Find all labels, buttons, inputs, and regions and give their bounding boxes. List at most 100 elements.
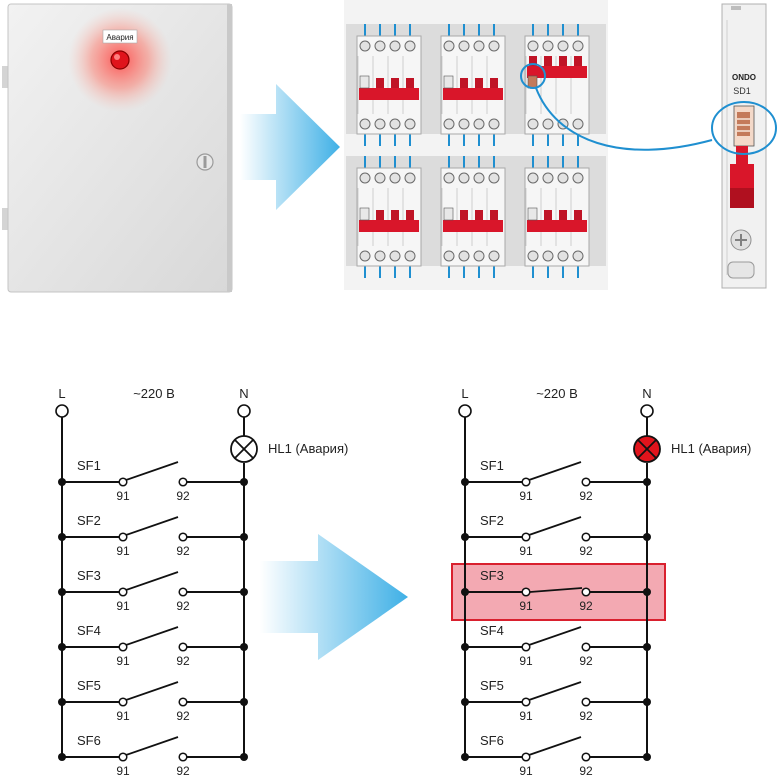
breaker-module: [356, 156, 422, 278]
contact-92-label: 92: [176, 709, 190, 723]
breaker-handle: [443, 220, 503, 232]
breaker-label: SF1: [77, 458, 101, 473]
junction-dot: [461, 533, 469, 541]
breaker-module: [524, 24, 590, 146]
closeup-toggle-stem: [736, 146, 748, 164]
zoom-callout-large: [711, 101, 777, 155]
contact-91-label: 91: [116, 654, 130, 668]
terminal-screw-icon: [443, 40, 455, 52]
junction-dot: [240, 643, 248, 651]
terminal-screw-icon: [359, 172, 371, 184]
terminal-screw-icon: [542, 250, 554, 262]
junction-dot: [58, 588, 66, 596]
contact-92: [581, 587, 591, 597]
trip-indicator: [527, 75, 538, 89]
arrow-right-icon: [260, 534, 408, 660]
contact-blade: [125, 571, 179, 591]
phase-terminal: [458, 404, 472, 418]
junction-dot: [58, 643, 66, 651]
voltage-label: ~220 В: [133, 386, 175, 401]
contact-91-label: 91: [519, 709, 533, 723]
junction-dot: [58, 478, 66, 486]
contact-92-label: 92: [579, 599, 593, 613]
breaker-label: SF6: [77, 733, 101, 748]
contact-91: [521, 587, 531, 597]
terminal-screw-icon: [359, 250, 371, 262]
contact-91-label: 91: [116, 709, 130, 723]
contact-blade: [125, 516, 179, 536]
terminal-screw-icon: [473, 40, 485, 52]
terminal-screw-icon: [443, 118, 455, 130]
breaker-handle: [359, 88, 419, 100]
handle-lever: [376, 210, 384, 220]
handle-lever: [544, 210, 552, 220]
contact-92: [581, 532, 591, 542]
contact-91: [118, 642, 128, 652]
terminal-screw-icon: [359, 40, 371, 52]
terminal-screw-icon: [458, 118, 470, 130]
lamp-label: HL1 (Авария): [268, 441, 348, 456]
handle-lever: [376, 78, 384, 88]
lamp-label: HL1 (Авария): [671, 441, 751, 456]
lamp-cross: [234, 439, 254, 459]
phase-label: L: [58, 386, 65, 401]
junction-dot: [58, 533, 66, 541]
contact-92: [581, 752, 591, 762]
terminal-screw-icon: [572, 250, 584, 262]
contact-blade: [125, 681, 179, 701]
phase-label: L: [461, 386, 468, 401]
contact-91-label: 91: [116, 764, 130, 778]
junction-dot: [461, 588, 469, 596]
zoom-callout-small: [520, 63, 546, 89]
breaker-handle: [527, 220, 587, 232]
junction-dot: [461, 478, 469, 486]
contact-91: [118, 532, 128, 542]
contact-91-label: 91: [116, 489, 130, 503]
breaker-module: [440, 156, 506, 278]
trip-indicator: [443, 207, 454, 221]
neutral-label: N: [239, 386, 248, 401]
terminal-screw-icon: [374, 118, 386, 130]
terminal-screw-icon: [488, 118, 500, 130]
terminal-screw-icon: [557, 172, 569, 184]
contact-blade: [528, 736, 582, 756]
contact-91-label: 91: [519, 654, 533, 668]
contact-91: [118, 697, 128, 707]
terminal-screw-icon: [557, 250, 569, 262]
contact-92: [178, 587, 188, 597]
terminal-screw-icon: [557, 40, 569, 52]
terminal-screw-icon: [458, 40, 470, 52]
contact-92-label: 92: [176, 544, 190, 558]
trip-indicator: [359, 75, 370, 89]
handle-lever: [475, 210, 483, 220]
cabinet: Авария: [2, 3, 233, 293]
terminal-screw-icon: [572, 118, 584, 130]
lamp-cross: [637, 439, 657, 459]
closeup-toggle-shade: [730, 188, 754, 208]
breaker-handle: [359, 220, 419, 232]
junction-dot: [643, 478, 651, 486]
handle-lever: [559, 210, 567, 220]
contact-91-label: 91: [519, 599, 533, 613]
terminal-screw-icon: [389, 118, 401, 130]
breaker-module: [356, 24, 422, 146]
contact-92: [581, 697, 591, 707]
handle-lever: [475, 78, 483, 88]
junction-dot: [643, 588, 651, 596]
neutral-terminal: [640, 404, 654, 418]
contact-92: [178, 642, 188, 652]
breaker-label: SF5: [77, 678, 101, 693]
handle-lever: [544, 56, 552, 66]
handle-lever: [559, 56, 567, 66]
contact-92-label: 92: [579, 764, 593, 778]
terminal-screw-icon: [488, 40, 500, 52]
junction-dot: [58, 753, 66, 761]
terminal-screw-icon: [542, 172, 554, 184]
contact-92: [581, 477, 591, 487]
junction-dot: [461, 753, 469, 761]
contact-91: [118, 477, 128, 487]
handle-lever: [574, 56, 582, 66]
closeup-device-label: SD1: [733, 86, 751, 96]
